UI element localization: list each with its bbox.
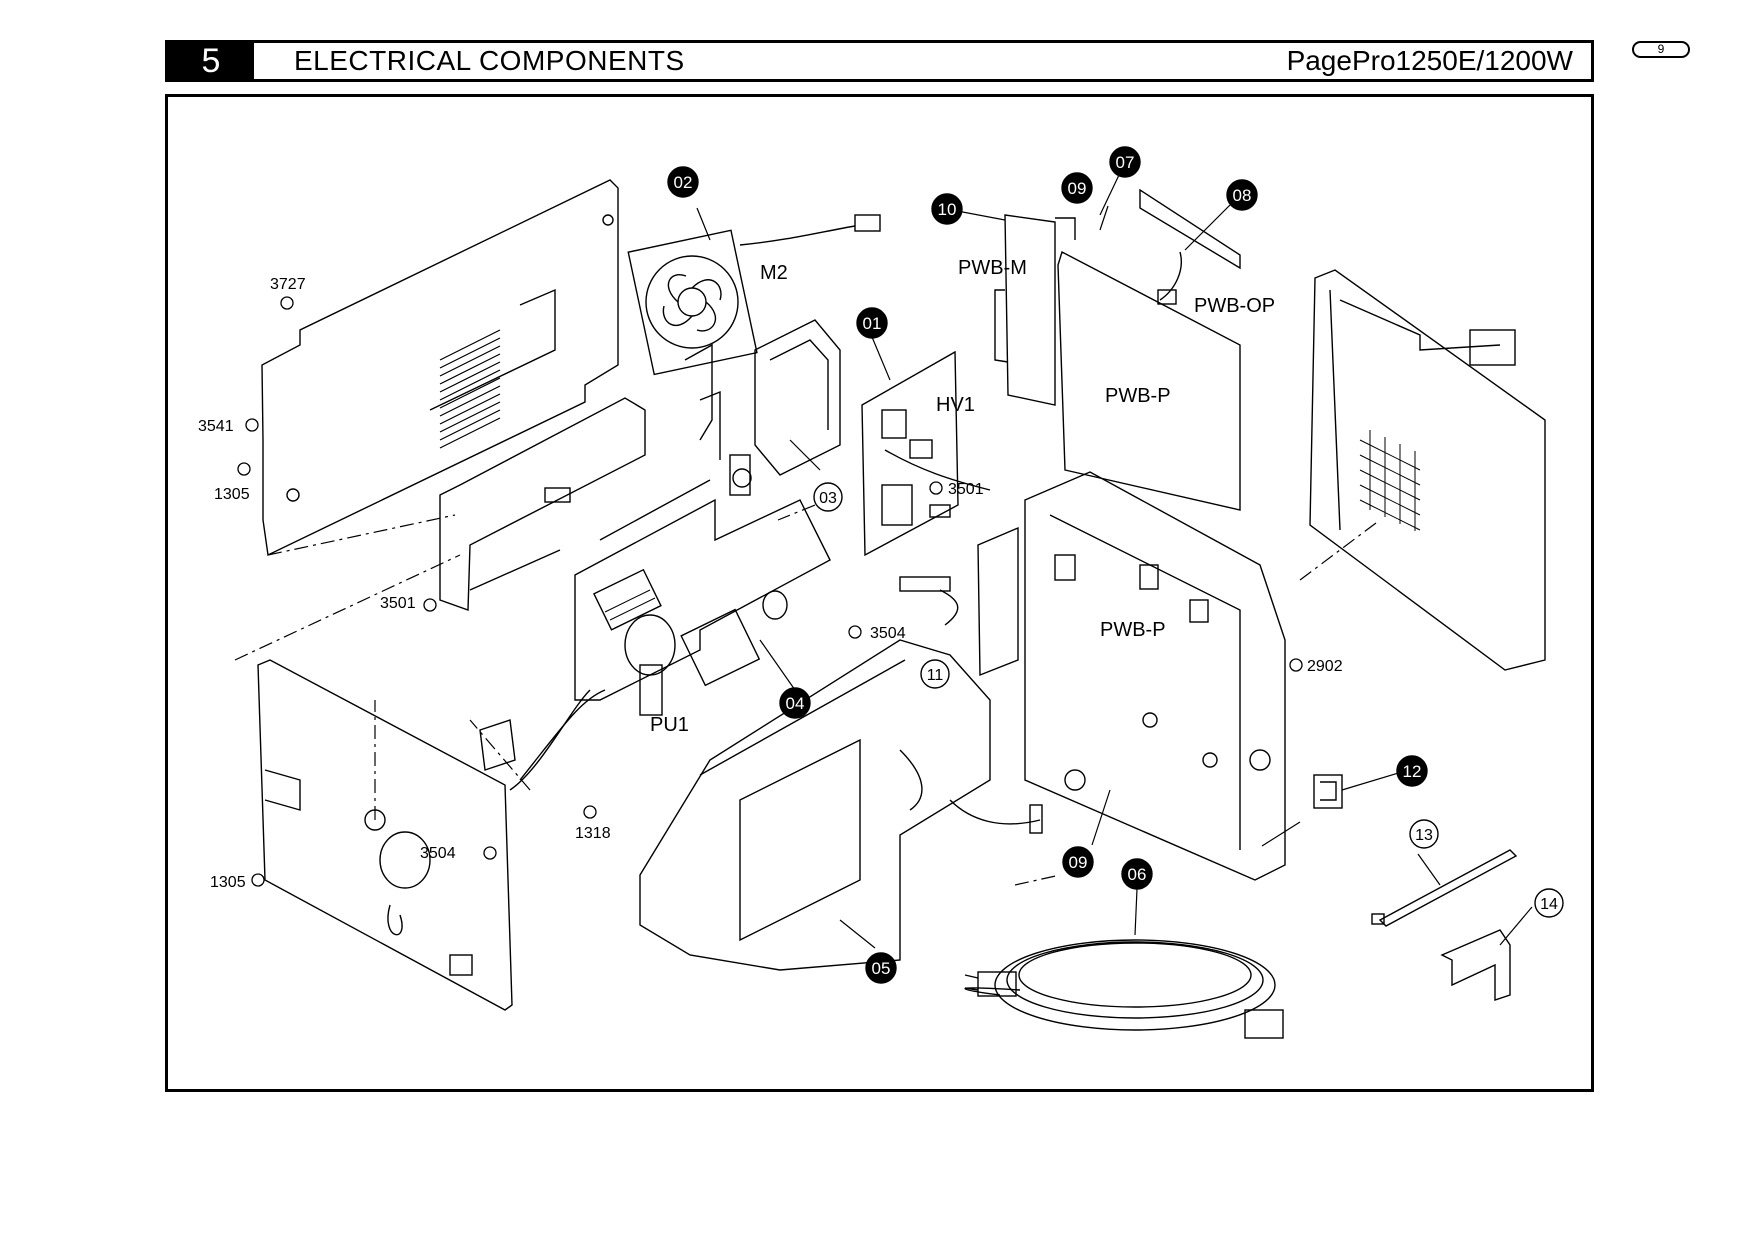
callout-04-label: 04 [786, 694, 805, 713]
screw-2902 [1289, 658, 1303, 672]
label-pwb-op: PWB-OP [1194, 295, 1275, 317]
callout-14-label: 14 [1540, 896, 1558, 913]
callout-04 [779, 687, 811, 719]
right-side-cover [1309, 269, 1546, 671]
screw-3504-right [848, 625, 862, 639]
screw-3501-left [423, 598, 437, 612]
callout-07 [1109, 146, 1141, 178]
callout-07-label: 07 [1116, 153, 1135, 172]
screw-3504-left [483, 846, 497, 860]
outline-callouts [813, 482, 1564, 918]
pwb-op-board [1139, 188, 1241, 305]
callout-10 [931, 193, 963, 225]
label-pu1: PU1 [650, 714, 689, 736]
page-number-badge: 9 [1632, 41, 1690, 58]
cord-clamp [1440, 929, 1511, 1001]
callout-10-label: 10 [938, 200, 957, 219]
callout-12 [1396, 755, 1428, 787]
screw-3501-hv [929, 481, 943, 495]
callout-11 [920, 659, 950, 689]
callout-09a-label: 09 [1068, 179, 1087, 198]
leader-lines [696, 174, 1533, 949]
callout-01 [856, 307, 888, 339]
label-pwb-p-top: PWB-P [1105, 385, 1171, 407]
pwb-p-board-top [1055, 217, 1241, 511]
screw-1305-top [237, 462, 251, 476]
screw-3727 [280, 296, 294, 310]
main-electrical-frame [1024, 471, 1286, 881]
power-cord [964, 939, 1284, 1039]
screw-1318 [583, 805, 597, 819]
callout-14 [1534, 888, 1564, 918]
label-hv1: HV1 [936, 394, 975, 416]
callout-12-label: 12 [1403, 762, 1422, 781]
label-pwb-m: PWB-M [958, 257, 1027, 279]
label-screw-3501-hv: 3501 [948, 481, 984, 498]
callout-01-label: 01 [863, 314, 882, 333]
callout-02-label: 02 [674, 173, 693, 192]
section-header: 5 ELECTRICAL COMPONENTS PagePro1250E/120… [165, 40, 1594, 82]
callout-06-label: 06 [1128, 865, 1147, 884]
label-m2: M2 [760, 262, 788, 284]
ferrite-core [1313, 774, 1343, 809]
component-labels: M2 HV1 PWB-M PWB-P PWB-OP PWB-P PU1 [650, 257, 1275, 736]
callout-11-label: 11 [927, 667, 944, 684]
filled-callout-labels: 01 02 04 05 06 07 08 09 09 10 12 [674, 153, 1422, 978]
callout-03 [813, 482, 843, 512]
fan-bracket [684, 319, 841, 476]
callout-13 [1409, 819, 1439, 849]
center-chassis [639, 639, 1043, 971]
label-screw-2902: 2902 [1307, 658, 1343, 675]
inner-frame-plate [439, 397, 752, 611]
screw-1305-bottom [251, 873, 265, 887]
assembly-guide-lines [234, 494, 1381, 886]
hv1-board [861, 350, 991, 557]
label-screw-3727: 3727 [270, 276, 306, 293]
outline-callout-labels: 03 11 13 14 [819, 490, 1558, 913]
section-number: 5 [168, 42, 254, 80]
pwb-m-board [994, 214, 1056, 406]
label-screw-1305-top: 1305 [214, 486, 250, 503]
power-supply-pu1 [479, 479, 831, 791]
callout-09b-label: 09 [1069, 853, 1088, 872]
callout-09a [1061, 172, 1093, 204]
model-name: PagePro1250E/1200W [1286, 45, 1573, 76]
diagram-frame [165, 94, 1594, 1092]
callout-05 [865, 952, 897, 984]
label-screw-1318: 1318 [575, 825, 611, 842]
screws [237, 296, 1303, 887]
section-title: ELECTRICAL COMPONENTS [294, 45, 685, 76]
label-screw-3504-left: 3504 [420, 845, 456, 862]
fan-m2 [627, 214, 881, 376]
callout-09b [1062, 846, 1094, 878]
callout-13-label: 13 [1415, 827, 1433, 844]
callout-05-label: 05 [872, 959, 891, 978]
label-screw-3504-right: 3504 [870, 625, 906, 642]
label-screw-3541: 3541 [198, 418, 234, 435]
label-screw-3501-left: 3501 [380, 595, 416, 612]
callout-08 [1226, 179, 1258, 211]
callout-08-label: 08 [1233, 186, 1252, 205]
callout-02 [667, 166, 699, 198]
left-side-plate [257, 659, 513, 1011]
screw-labels: 3727 3541 1305 3501 3501 3504 2902 1318 … [198, 276, 1343, 891]
callout-03-label: 03 [819, 490, 837, 507]
label-pwb-p-frame: PWB-P [1100, 619, 1166, 641]
callout-06 [1121, 858, 1153, 890]
label-screw-1305-bottom: 1305 [210, 874, 246, 891]
wire-harness [899, 576, 959, 626]
insulation-sheet [977, 526, 1019, 677]
cable-tie [1371, 849, 1518, 927]
filled-callouts [667, 146, 1428, 984]
top-rear-cover [261, 179, 619, 557]
screw-3541 [245, 418, 259, 432]
